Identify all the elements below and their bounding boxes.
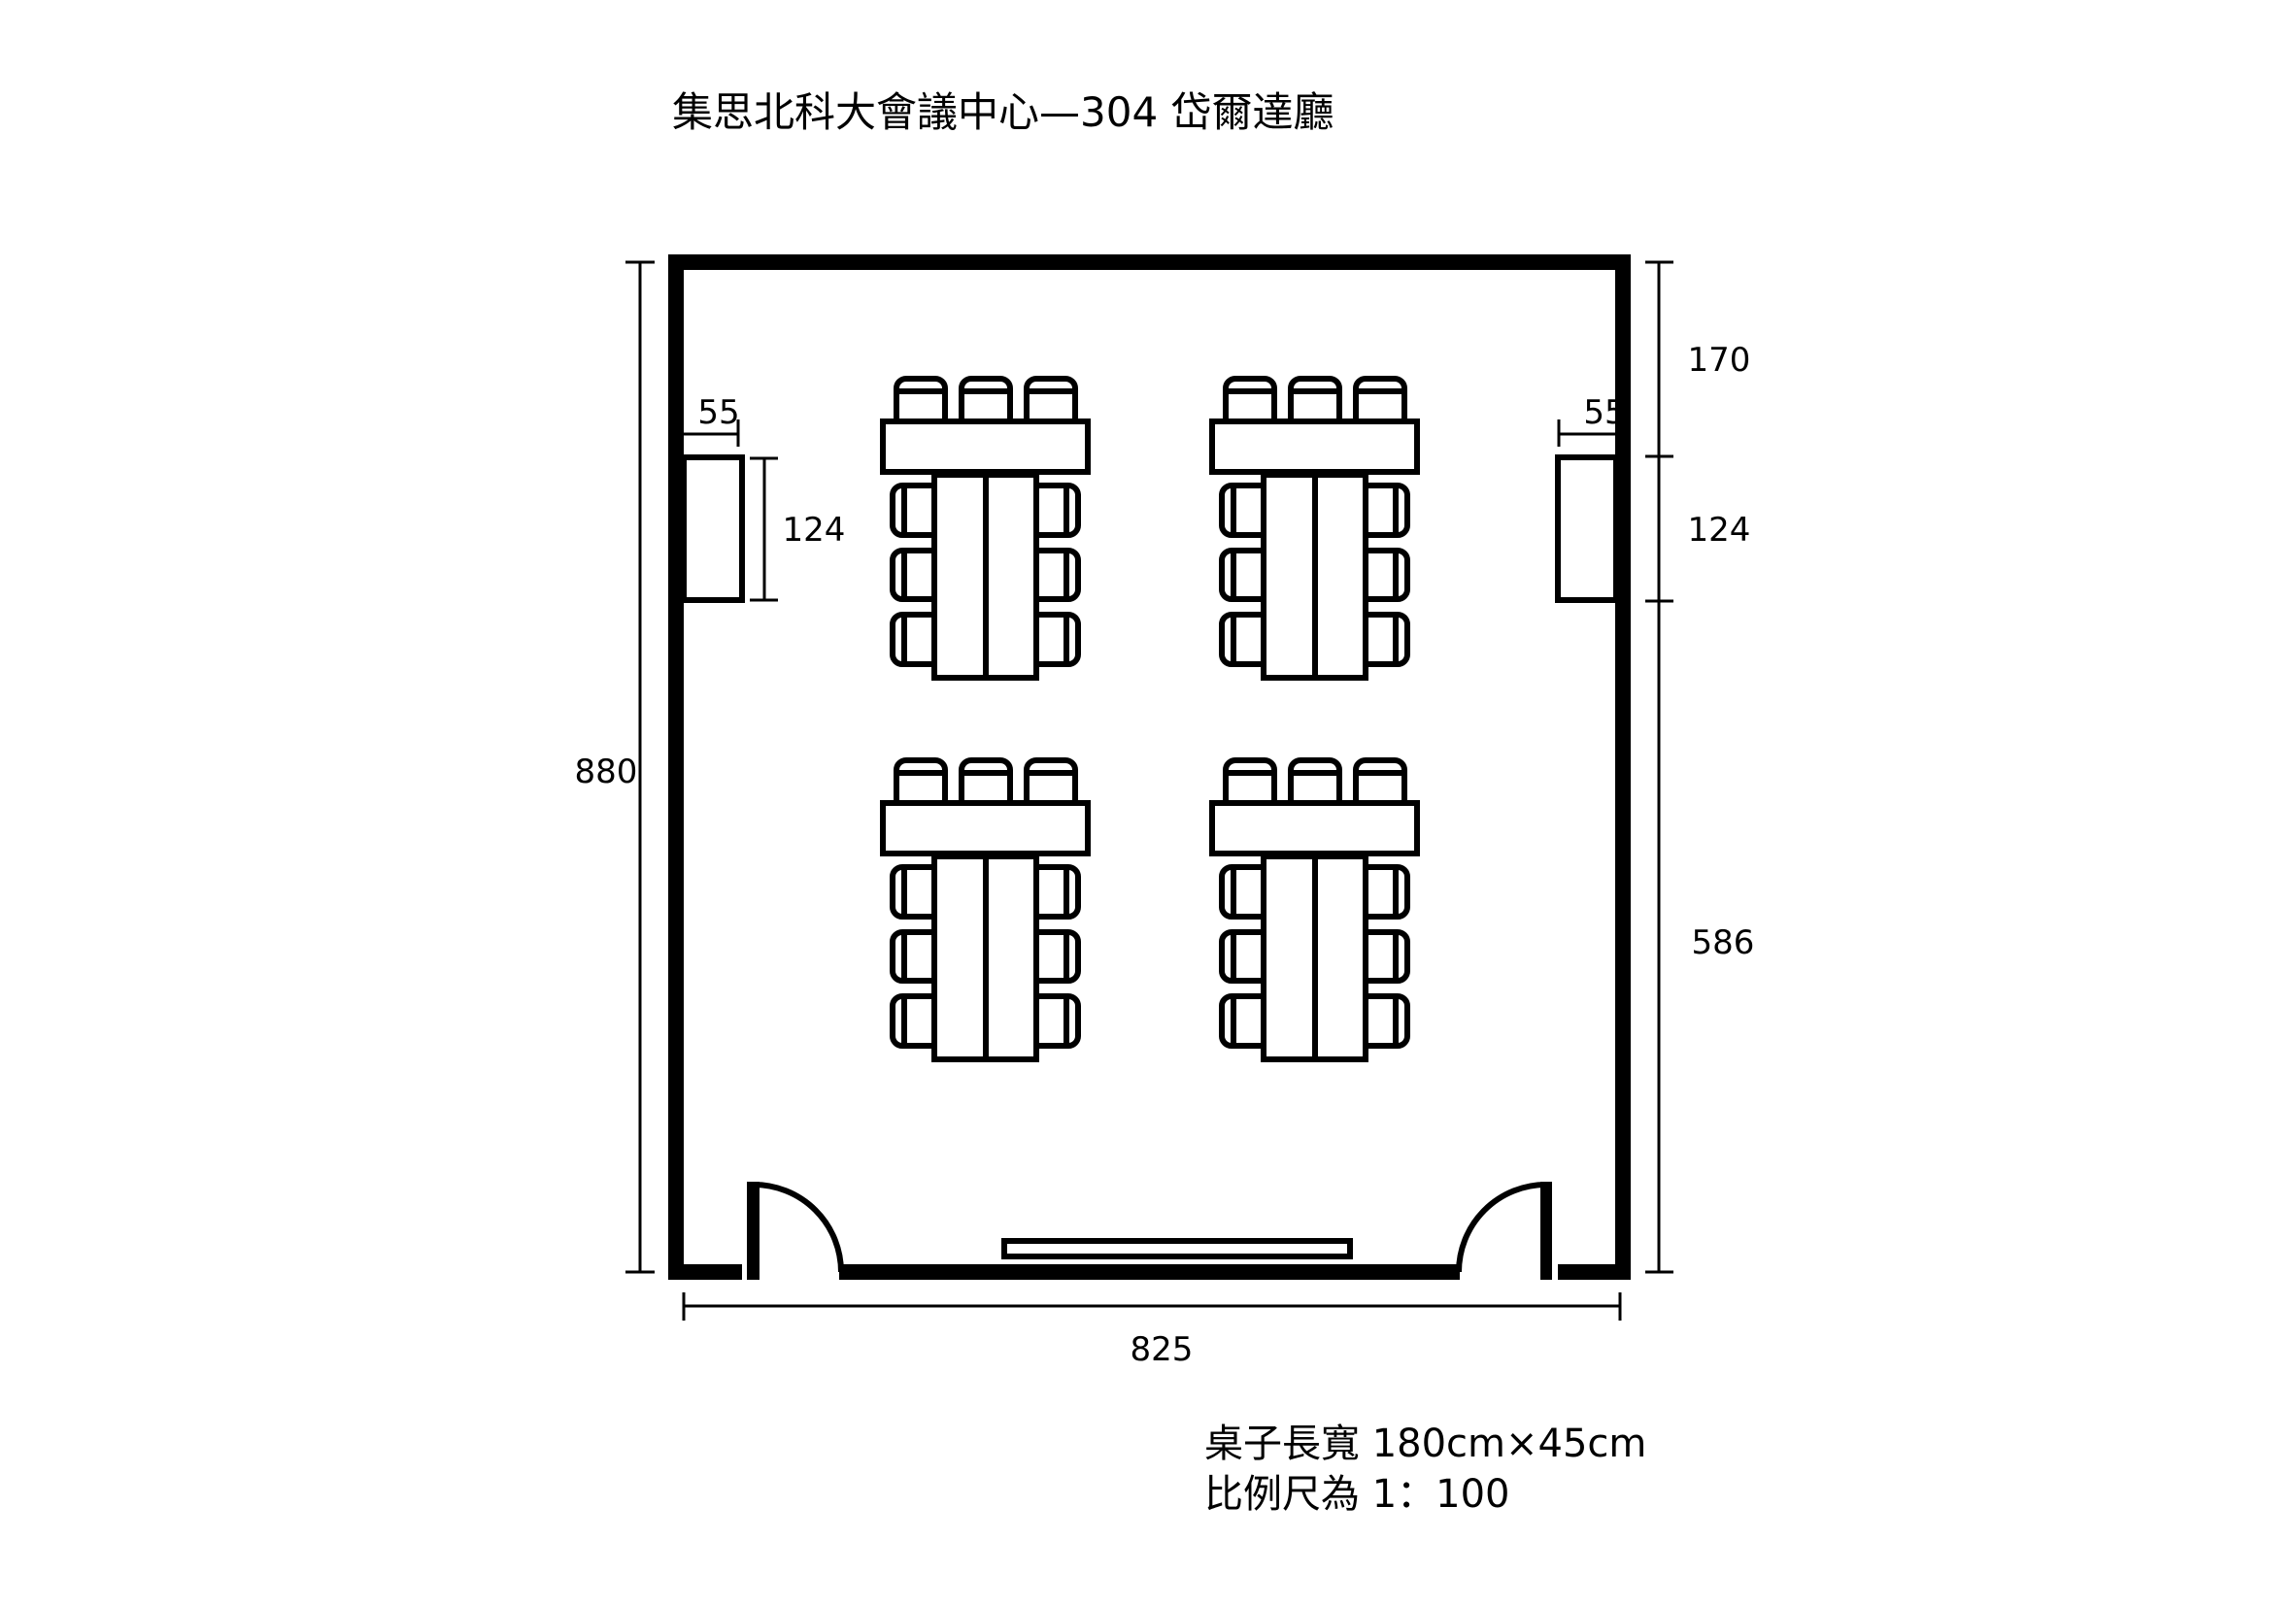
chair	[890, 612, 944, 667]
long-table-right	[1312, 472, 1368, 681]
right-door	[1456, 1182, 1552, 1280]
right-bottom-label: 586	[1692, 923, 1755, 962]
chair	[1027, 993, 1081, 1049]
chair	[890, 864, 944, 920]
chair	[1353, 376, 1407, 430]
room-height-label: 880	[575, 753, 638, 791]
room-width-label: 825	[1131, 1330, 1194, 1369]
left-door	[747, 1182, 844, 1280]
dimension-lines	[625, 260, 1673, 1321]
room-walls	[668, 254, 1631, 1280]
chair	[1356, 548, 1410, 602]
chair	[1223, 376, 1277, 430]
chair	[1219, 993, 1273, 1049]
table-group	[1209, 376, 1420, 681]
chair	[890, 483, 944, 538]
scale-note: 比例尺為 1：100	[1204, 1472, 1510, 1517]
long-table-left	[931, 472, 989, 681]
cross-table	[1209, 800, 1420, 856]
table-group	[880, 757, 1091, 1062]
chair	[1288, 757, 1342, 812]
cross-table	[1209, 418, 1420, 475]
chair	[1219, 612, 1273, 667]
cross-table	[880, 800, 1091, 856]
table-groups	[880, 376, 1420, 1062]
right-top-label: 170	[1688, 341, 1751, 380]
chair	[1027, 864, 1081, 920]
left-pillar	[681, 454, 745, 603]
left-pillar-height-label: 124	[783, 511, 846, 550]
plan-title: 集思北科大會議中心—304 岱爾達廳	[672, 88, 1334, 136]
table-group	[1209, 757, 1420, 1062]
table-size-note: 桌子長寬 180cm×45cm	[1204, 1422, 1646, 1466]
right-pillar	[1555, 454, 1619, 603]
long-table-right	[1312, 854, 1368, 1062]
projection-screen	[1001, 1238, 1353, 1259]
long-table-left	[1261, 472, 1318, 681]
left-pillar-width-label: 55	[697, 393, 739, 432]
right-pillar-label: 124	[1688, 511, 1751, 550]
chair	[1356, 929, 1410, 984]
table-group	[880, 376, 1091, 681]
chair	[1024, 757, 1078, 812]
chair	[959, 757, 1013, 812]
long-table-right	[983, 854, 1039, 1062]
long-table-right	[983, 472, 1039, 681]
chair	[1353, 757, 1407, 812]
cross-table	[880, 418, 1091, 475]
chair	[1027, 929, 1081, 984]
long-table-left	[1261, 854, 1318, 1062]
right-pillar-width-label: 55	[1583, 393, 1625, 432]
long-table-left	[931, 854, 989, 1062]
